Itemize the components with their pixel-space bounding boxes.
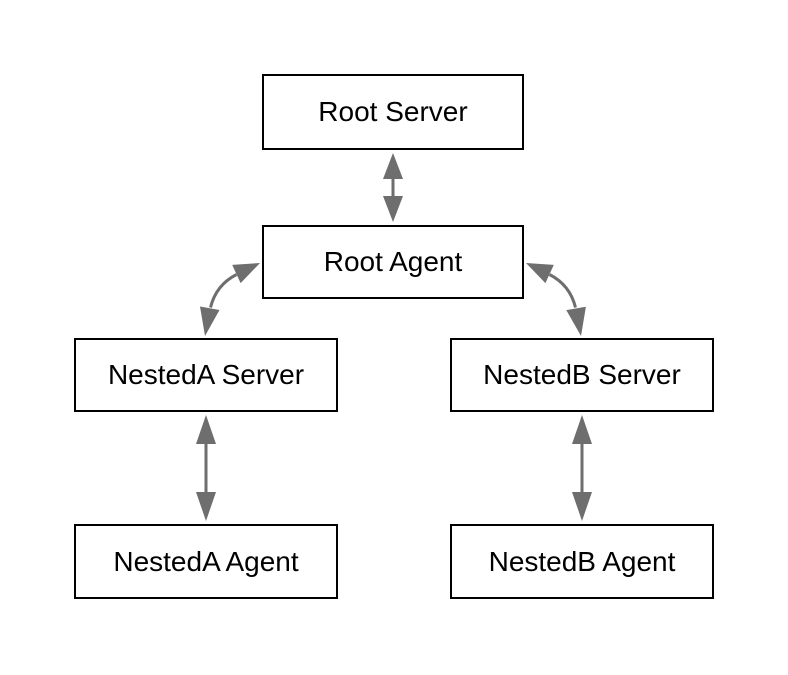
edge-root-agent-nestedb-server-arrow — [526, 263, 586, 336]
node-nesteda-agent: NestedA Agent — [74, 524, 338, 599]
edge-root-agent-nesteda-server-arrow — [200, 263, 260, 336]
node-root-agent-label: Root Agent — [323, 246, 463, 277]
node-root-server: Root Server — [262, 74, 524, 150]
node-nestedb-agent-label: NestedB Agent — [488, 545, 676, 577]
edge-root-server-root-agent-arrow — [383, 153, 403, 222]
node-nestedb-agent: NestedB Agent — [450, 524, 714, 599]
node-nesteda-agent-label: NestedA Agent — [113, 545, 299, 577]
node-root-agent: Root Agent — [262, 225, 524, 299]
node-nestedb-server-label: NestedB Server — [483, 359, 681, 390]
node-nesteda-server: NestedA Server — [74, 338, 338, 412]
node-root-server-label: Root Server — [318, 96, 468, 127]
edge-nestedb-server-nestedb-agent-arrow — [572, 415, 592, 521]
node-nesteda-server-label: NestedA Server — [107, 359, 305, 390]
edge-nesteda-server-nesteda-agent-arrow — [196, 415, 216, 521]
node-nestedb-server: NestedB Server — [450, 338, 714, 412]
